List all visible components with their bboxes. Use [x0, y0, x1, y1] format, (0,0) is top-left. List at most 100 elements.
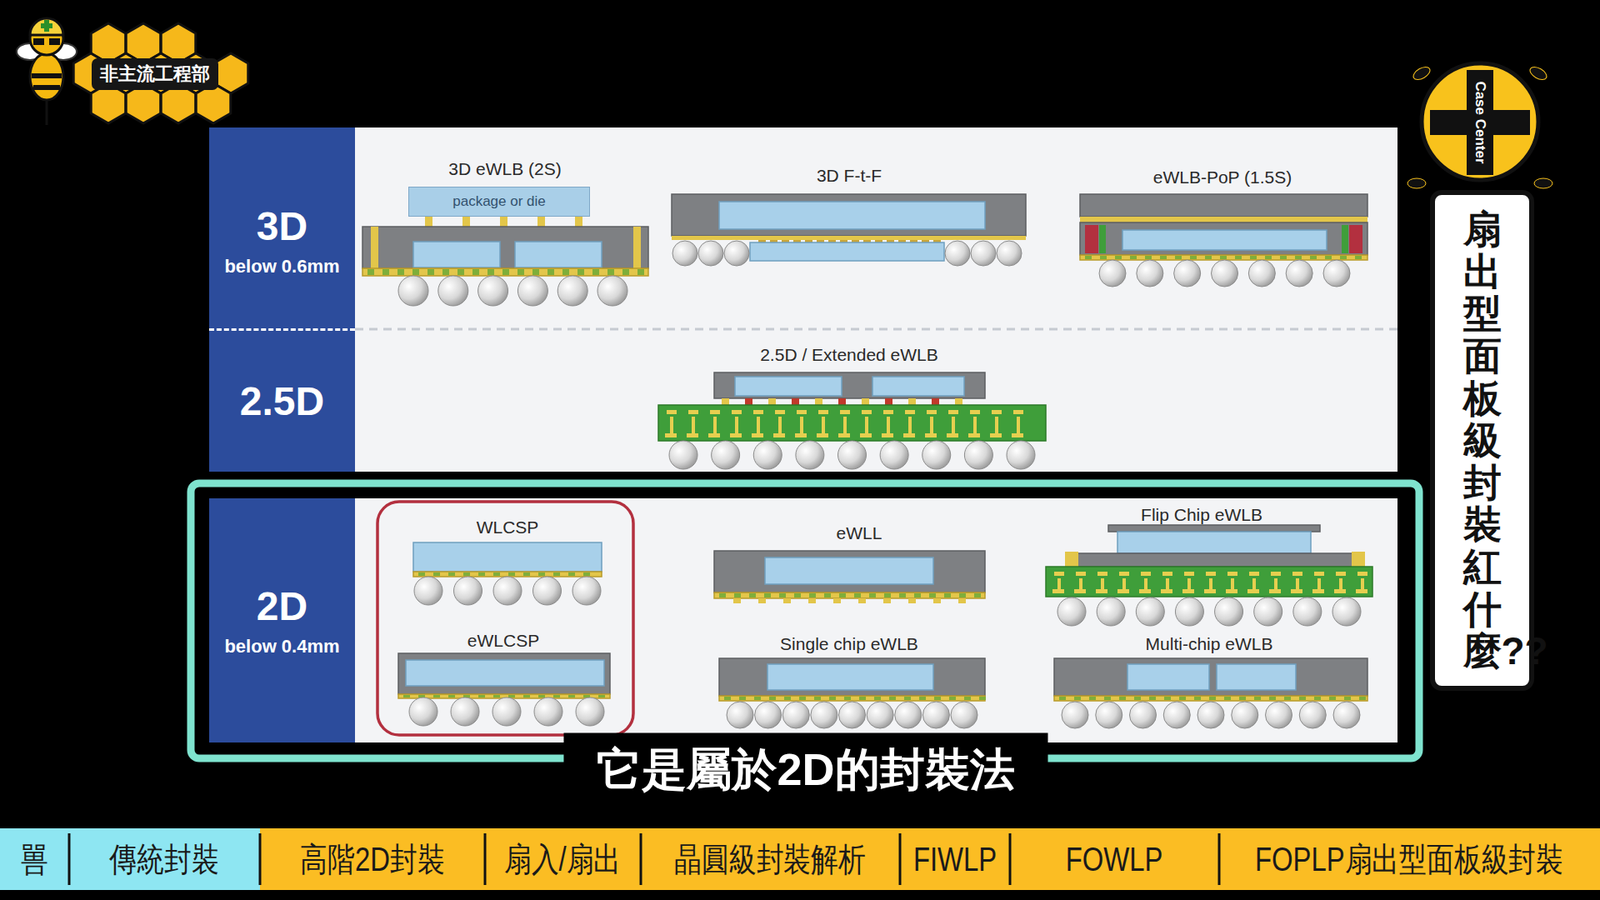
substrate-via: [1209, 578, 1213, 590]
silicon-die: [750, 242, 945, 261]
solder-ball: [1299, 701, 1326, 729]
rdl-trace: [884, 593, 891, 598]
decor-dash: [1407, 178, 1426, 189]
substrate-trace: [1334, 589, 1346, 594]
mold-body: [671, 194, 1026, 236]
bee-stripe: [31, 73, 62, 79]
rdl-layer: [1080, 216, 1368, 223]
substrate-trace: [925, 433, 937, 438]
highlight-frame: [377, 501, 634, 735]
substrate-trace: [1227, 571, 1238, 576]
substrate-trace: [816, 433, 829, 438]
chapter-separator: [640, 833, 643, 885]
substrate-via: [670, 416, 674, 435]
solder-ball: [1174, 260, 1201, 287]
through-via: [1085, 225, 1099, 254]
substrate-trace: [883, 410, 894, 415]
silicon-die: [765, 557, 934, 585]
through-via: [1099, 225, 1106, 254]
bee-helmet: [30, 18, 64, 35]
substrate-trace: [753, 410, 764, 415]
substrate-trace: [731, 410, 742, 415]
row-header: 2Dbelow 0.4mm: [209, 498, 355, 743]
solder-ball: [533, 576, 562, 605]
chapter-tab: 嘼: [20, 836, 49, 883]
subtitle: 它是屬於2D的封裝法: [563, 733, 1048, 808]
rdl-trace: [568, 572, 575, 576]
row-header: 2.5D: [209, 328, 355, 472]
solder-ball: [724, 240, 750, 266]
substrate-via: [1295, 578, 1300, 590]
substrate-trace: [1075, 571, 1086, 576]
solder-ball: [672, 240, 698, 266]
rdl-trace: [1220, 255, 1227, 260]
substrate-trace: [1054, 571, 1065, 576]
solder-ball: [782, 701, 810, 729]
rdl-trace: [1074, 696, 1081, 700]
rdl-trace: [1299, 696, 1306, 700]
rdl-trace: [418, 572, 425, 576]
bee-glasses: [33, 38, 45, 45]
rdl-trace: [382, 269, 390, 275]
solder-ball: [895, 701, 922, 729]
package-name: WLCSP: [476, 517, 540, 538]
substrate-trace: [1139, 589, 1151, 594]
rdl-trace: [1205, 255, 1212, 260]
chapter-tab: 傳統封裝: [109, 836, 219, 883]
rdl-trace: [754, 696, 761, 700]
substrate-trace: [775, 410, 785, 415]
silicon-die: [405, 660, 605, 686]
solder-ball: [726, 701, 754, 729]
row-header: 3Dbelow 0.6mm: [209, 127, 355, 329]
rdl-trace: [869, 593, 876, 598]
stacked-package: package or die: [408, 186, 590, 217]
solder-ball: [866, 701, 894, 729]
micro-bump: [955, 398, 963, 405]
solder-ball: [996, 240, 1022, 266]
substrate-trace: [1182, 589, 1195, 594]
substrate-trace: [903, 433, 915, 438]
rdl-trace: [934, 696, 941, 700]
mold-body: [1080, 222, 1368, 255]
solder-ball: [1061, 701, 1089, 729]
chapter-separator: [1218, 833, 1221, 885]
substrate-via: [1165, 578, 1170, 590]
solder-ball: [1130, 701, 1157, 729]
rdl-trace: [532, 269, 540, 275]
rdl-trace: [463, 572, 470, 576]
highlight-frame: [190, 483, 1420, 759]
solder-ball: [534, 697, 563, 726]
rdl-trace: [874, 696, 881, 700]
silicon-die: [413, 542, 602, 572]
chapter-bar: [0, 828, 1600, 890]
substrate-via: [1057, 578, 1061, 590]
substrate-trace: [968, 433, 980, 438]
rdl-trace: [637, 269, 645, 275]
micro-bump: [783, 598, 791, 604]
mold-body: [1108, 525, 1320, 532]
micro-bump: [838, 398, 846, 405]
rdl-trace: [1329, 696, 1336, 700]
rdl-layer: [362, 268, 649, 276]
solder-ball: [1135, 597, 1165, 626]
chapter-tab: 高階2D封裝: [300, 836, 445, 883]
micro-bump: [425, 216, 433, 227]
micro-bump: [537, 216, 545, 227]
substrate-via: [691, 416, 695, 435]
chapter-tab: 扇入/扇出: [504, 836, 621, 883]
rdl-trace: [553, 572, 560, 576]
rdl-trace: [592, 269, 600, 275]
rdl-trace: [583, 572, 590, 576]
rdl-trace: [1314, 696, 1321, 700]
rdl-trace: [739, 696, 746, 700]
solder-ball: [753, 440, 782, 470]
solder-ball: [1323, 260, 1350, 287]
micro-bump: [808, 598, 816, 604]
rdl-trace: [1340, 255, 1347, 260]
rdl-trace: [1100, 255, 1107, 260]
rdl-trace: [508, 695, 515, 698]
substrate-via: [1360, 578, 1365, 590]
rdl-layer: [719, 695, 985, 701]
decor-dash: [1527, 64, 1549, 82]
solder-ball: [409, 697, 438, 726]
